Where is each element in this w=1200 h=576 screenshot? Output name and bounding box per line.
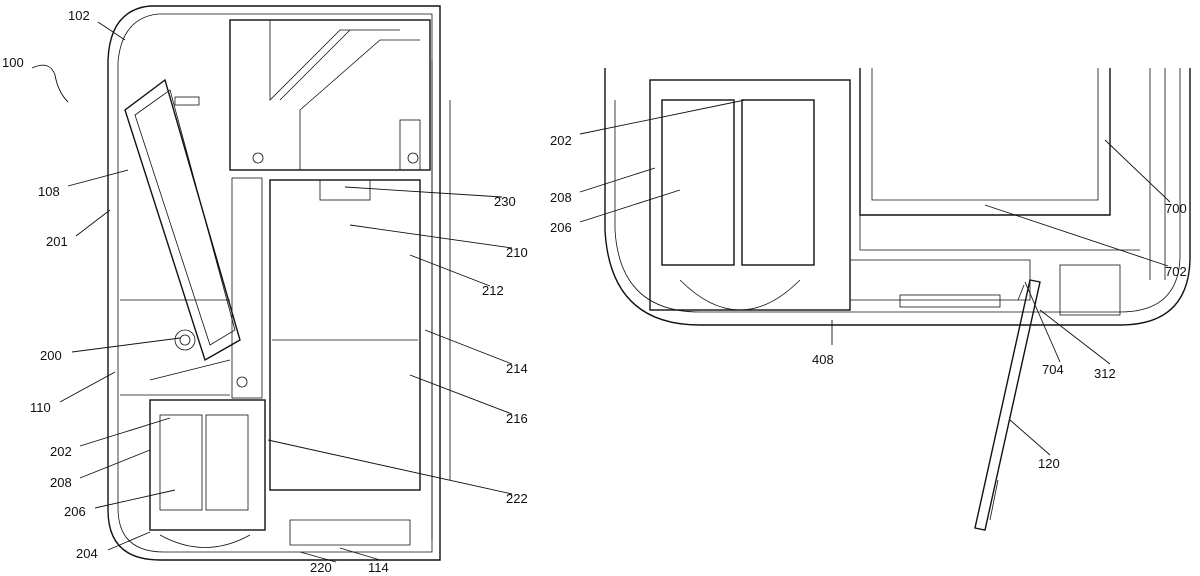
ref-label: 206 bbox=[550, 220, 572, 235]
ref-label: 200 bbox=[40, 348, 62, 363]
ref-label: 110 bbox=[30, 400, 51, 415]
ref-label: 230 bbox=[494, 194, 516, 209]
stand-arm bbox=[974, 279, 1041, 531]
ref-label: 220 bbox=[310, 560, 332, 575]
ref-label: 114 bbox=[368, 560, 389, 575]
ref-label: 704 bbox=[1042, 362, 1064, 377]
ref-label: 202 bbox=[50, 444, 72, 459]
ref-label: 210 bbox=[506, 245, 528, 260]
ref-label: 202 bbox=[550, 133, 572, 148]
ref-label: 206 bbox=[64, 504, 86, 519]
ref-label: 408 bbox=[812, 352, 834, 367]
ref-label: 208 bbox=[550, 190, 572, 205]
ref-label: 702 bbox=[1165, 264, 1187, 279]
ref-label: 312 bbox=[1094, 366, 1116, 381]
labels-left: 100 102 108 201 200 110 202 208 206 204 … bbox=[2, 8, 528, 575]
ref-label: 102 bbox=[68, 8, 90, 23]
leader-lines bbox=[31, 21, 1171, 563]
ref-label: 212 bbox=[482, 283, 504, 298]
labels-right: 202 208 206 408 700 702 704 312 120 bbox=[550, 133, 1187, 471]
ref-label: 222 bbox=[506, 491, 528, 506]
device-cross-section-left bbox=[107, 5, 451, 561]
ref-label: 201 bbox=[46, 234, 68, 249]
ref-label: 204 bbox=[76, 546, 98, 561]
ref-label: 214 bbox=[506, 361, 528, 376]
ref-label: 216 bbox=[506, 411, 528, 426]
ref-label: 700 bbox=[1165, 201, 1187, 216]
ref-label: 100 bbox=[2, 55, 24, 70]
ref-label: 120 bbox=[1038, 456, 1060, 471]
ref-label: 108 bbox=[38, 184, 60, 199]
device-cross-section-right bbox=[604, 68, 1191, 531]
ref-label: 208 bbox=[50, 475, 72, 490]
